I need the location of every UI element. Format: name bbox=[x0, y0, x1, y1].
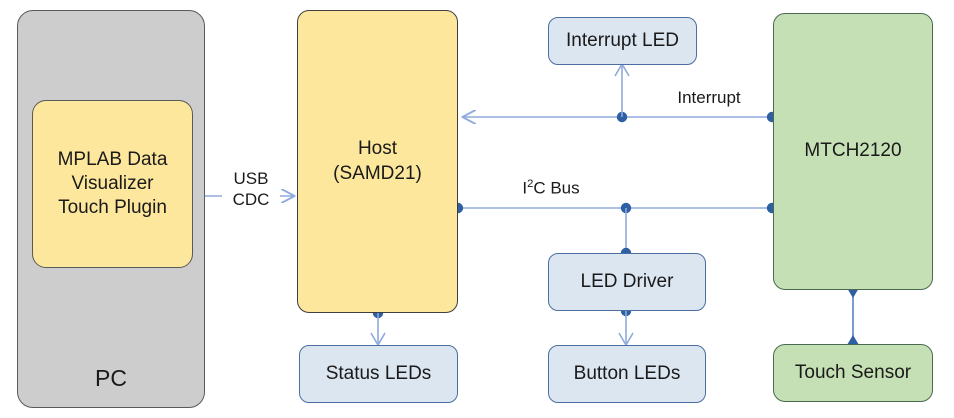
wire-host-to-status-leds bbox=[370, 307, 386, 347]
node-interrupt-led[interactable]: Interrupt LED bbox=[548, 17, 697, 65]
wire-mtch-to-touch-sensor bbox=[847, 288, 859, 345]
i2c-label-superscript: 2 bbox=[527, 178, 534, 190]
arrow-touch-sensor-top bbox=[847, 335, 859, 345]
edge-label-interrupt: Interrupt bbox=[664, 88, 754, 109]
wire-i2c-bus bbox=[452, 202, 778, 259]
i2c-label-prefix: I bbox=[522, 178, 528, 198]
node-touch-sensor[interactable]: Touch Sensor bbox=[773, 344, 933, 402]
node-led-driver[interactable]: LED Driver bbox=[548, 253, 706, 311]
node-status-leds[interactable]: Status LEDs bbox=[299, 345, 458, 403]
wire-interrupt bbox=[463, 62, 778, 122]
node-button-leds[interactable]: Button LEDs bbox=[548, 345, 706, 403]
node-host-samd21[interactable]: Host (SAMD21) bbox=[297, 10, 458, 313]
node-mplab-data-visualizer-touch-plugin[interactable]: MPLAB Data Visualizer Touch Plugin bbox=[32, 100, 193, 268]
wire-led-driver-to-button-leds bbox=[618, 305, 634, 347]
edge-label-usb-cdc: USB CDC bbox=[222, 168, 280, 211]
node-mtch2120[interactable]: MTCH2120 bbox=[773, 13, 933, 290]
i2c-label-suffix: C Bus bbox=[533, 178, 580, 198]
arrow-mtch-bottom bbox=[847, 288, 859, 298]
edge-label-i2c-bus: I2C Bus bbox=[508, 178, 594, 200]
